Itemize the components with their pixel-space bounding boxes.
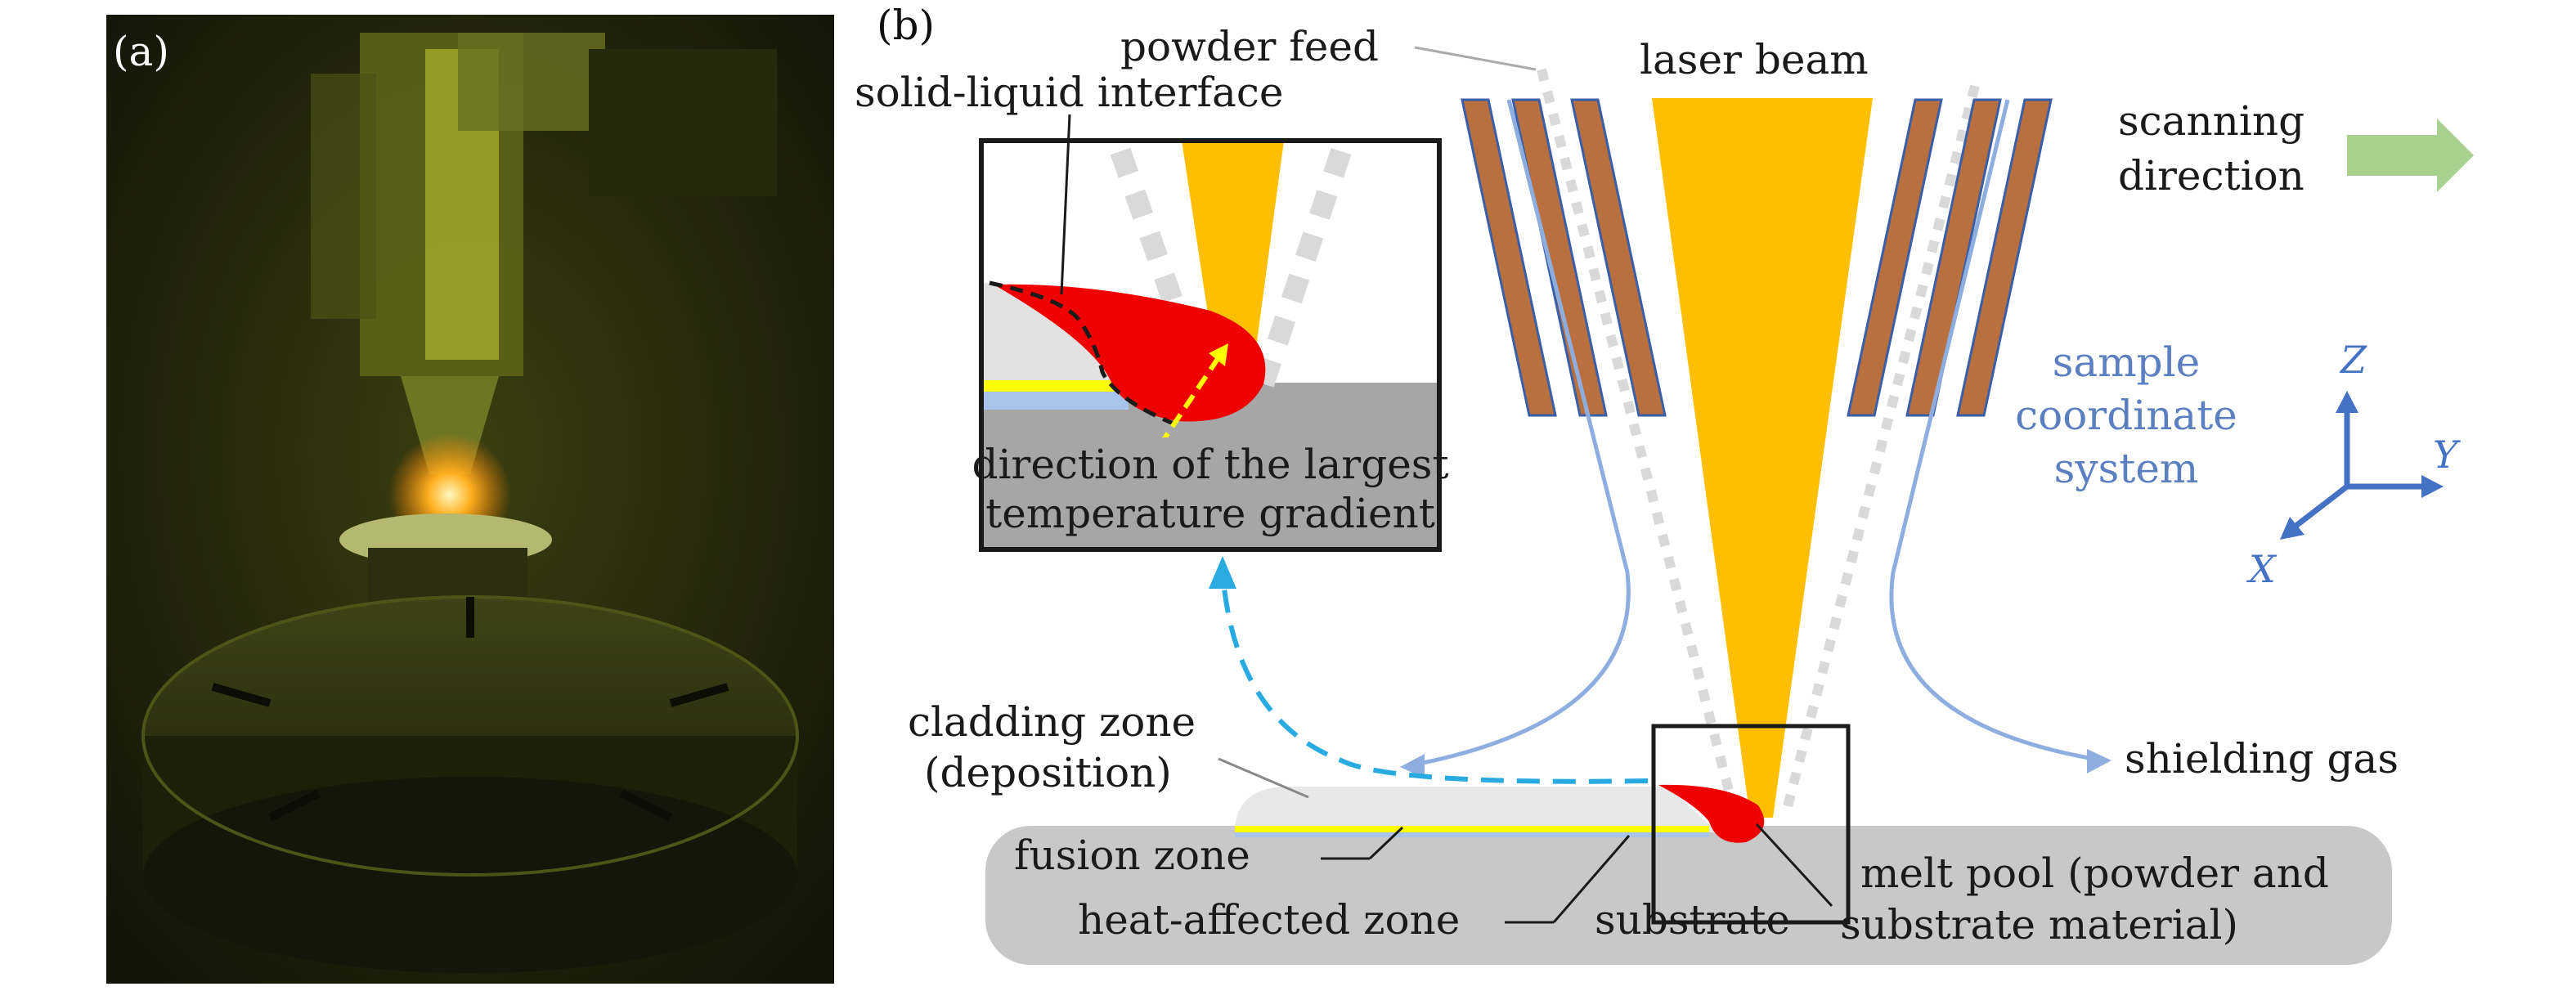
- melt-pool: [1658, 784, 1765, 843]
- nozzle-right: [1847, 98, 2053, 417]
- table-slot-2: [211, 683, 272, 707]
- coord-system-label-2: coordinate: [2015, 392, 2237, 439]
- cladding-zone: [1235, 787, 1717, 832]
- inset-gradient-arrow: [1157, 350, 1225, 447]
- shielding-gas-right: [1889, 99, 2094, 761]
- scanning-direction-label-1: scanning: [2118, 97, 2304, 145]
- fusion-zone-label: fusion zone: [1014, 832, 1250, 879]
- gradient-label-line-2: temperature gradient: [985, 490, 1435, 537]
- solid-liquid-leader: [1060, 114, 1071, 295]
- nozzle-wall-left-1: [1461, 98, 1557, 417]
- nozzle-wall-left-2: [1511, 98, 1608, 417]
- melt-pool-leader: [1755, 823, 1833, 908]
- shielding-gas-left-head: [1400, 754, 1425, 778]
- panel-a-label: (a): [113, 28, 169, 75]
- link-arrow: [1220, 572, 1649, 784]
- y-axis-head: [2421, 475, 2444, 498]
- table-slot-4: [267, 789, 321, 822]
- solid-liquid-label: solid-liquid interface: [855, 69, 1283, 116]
- panel-b-label: (b): [877, 2, 935, 49]
- shielding-gas-label: shielding gas: [2125, 735, 2399, 782]
- x-axis-head: [2280, 517, 2304, 540]
- inset-interface: [989, 280, 1178, 428]
- table-slot-5: [619, 789, 673, 822]
- shielding-gas-right-head: [2087, 749, 2112, 774]
- melt-pool-label-2: substrate material): [1840, 901, 2238, 948]
- melt-pool-box: [1651, 724, 1851, 925]
- powder-feed-leader: [1414, 46, 1537, 71]
- z-axis-label: Z: [2339, 338, 2367, 382]
- haz-leader-2: [1552, 835, 1631, 923]
- machine-left-body: [311, 74, 376, 319]
- laser-beam-label: laser beam: [1640, 36, 1869, 83]
- panel-b-diagram: (b): [855, 2, 2474, 965]
- nozzle-wall-right-1: [1847, 98, 1943, 417]
- inset-laser: [1182, 141, 1284, 384]
- cladding-zone-label-2: (deposition): [924, 749, 1172, 796]
- inset-haz: [981, 392, 1129, 410]
- powder-stream-right: [1782, 84, 1980, 811]
- inset-caption-bg: [981, 437, 1439, 549]
- panel-a-photo: (a): [106, 15, 834, 984]
- substrate-label: substrate: [1595, 896, 1790, 944]
- inset-frame: [979, 138, 1442, 552]
- coord-system-label-1: sample: [2053, 339, 2200, 386]
- fusion-zone: [1235, 826, 1709, 832]
- shielding-gas-left: [1414, 99, 1631, 767]
- heat-affected-zone-label: heat-affected zone: [1078, 896, 1460, 944]
- machine-arm: [589, 49, 777, 196]
- coord-axes: Z Y X: [2246, 338, 2462, 591]
- gradient-label-line-1: direction of the largest: [972, 441, 1448, 488]
- fusion-leader-2: [1368, 826, 1404, 860]
- y-axis-label: Y: [2433, 433, 2462, 477]
- z-axis-head: [2336, 391, 2358, 413]
- link-arrow-head: [1209, 556, 1236, 589]
- nozzle-left: [1461, 98, 1667, 417]
- inset-view: [981, 141, 1439, 549]
- heat-affected-zone: [1235, 832, 1709, 837]
- table-slot-3: [669, 683, 729, 707]
- machine-bracket: [458, 33, 605, 131]
- scanning-direction-arrow: [2347, 119, 2474, 192]
- nozzle-wall-right-3: [1956, 98, 2053, 417]
- coord-system-label-3: system: [2054, 445, 2199, 492]
- cladding-zone-label-1: cladding zone: [908, 698, 1196, 746]
- laser-beam: [1652, 98, 1873, 818]
- inset-gradient-arrow-head: [1209, 343, 1228, 366]
- powder-feed-label: powder feed: [1120, 23, 1379, 70]
- inset-fusion: [981, 380, 1129, 392]
- inset-cladding: [981, 282, 1129, 383]
- x-axis: [2291, 484, 2349, 530]
- scanning-direction-label-2: direction: [2118, 152, 2304, 200]
- substrate: [985, 826, 2392, 965]
- melt-pool-label-1: melt pool (powder and: [1860, 850, 2329, 897]
- cladding-leader: [1218, 757, 1309, 799]
- x-axis-label: X: [2246, 547, 2278, 591]
- nozzle-wall-left-3: [1570, 98, 1667, 417]
